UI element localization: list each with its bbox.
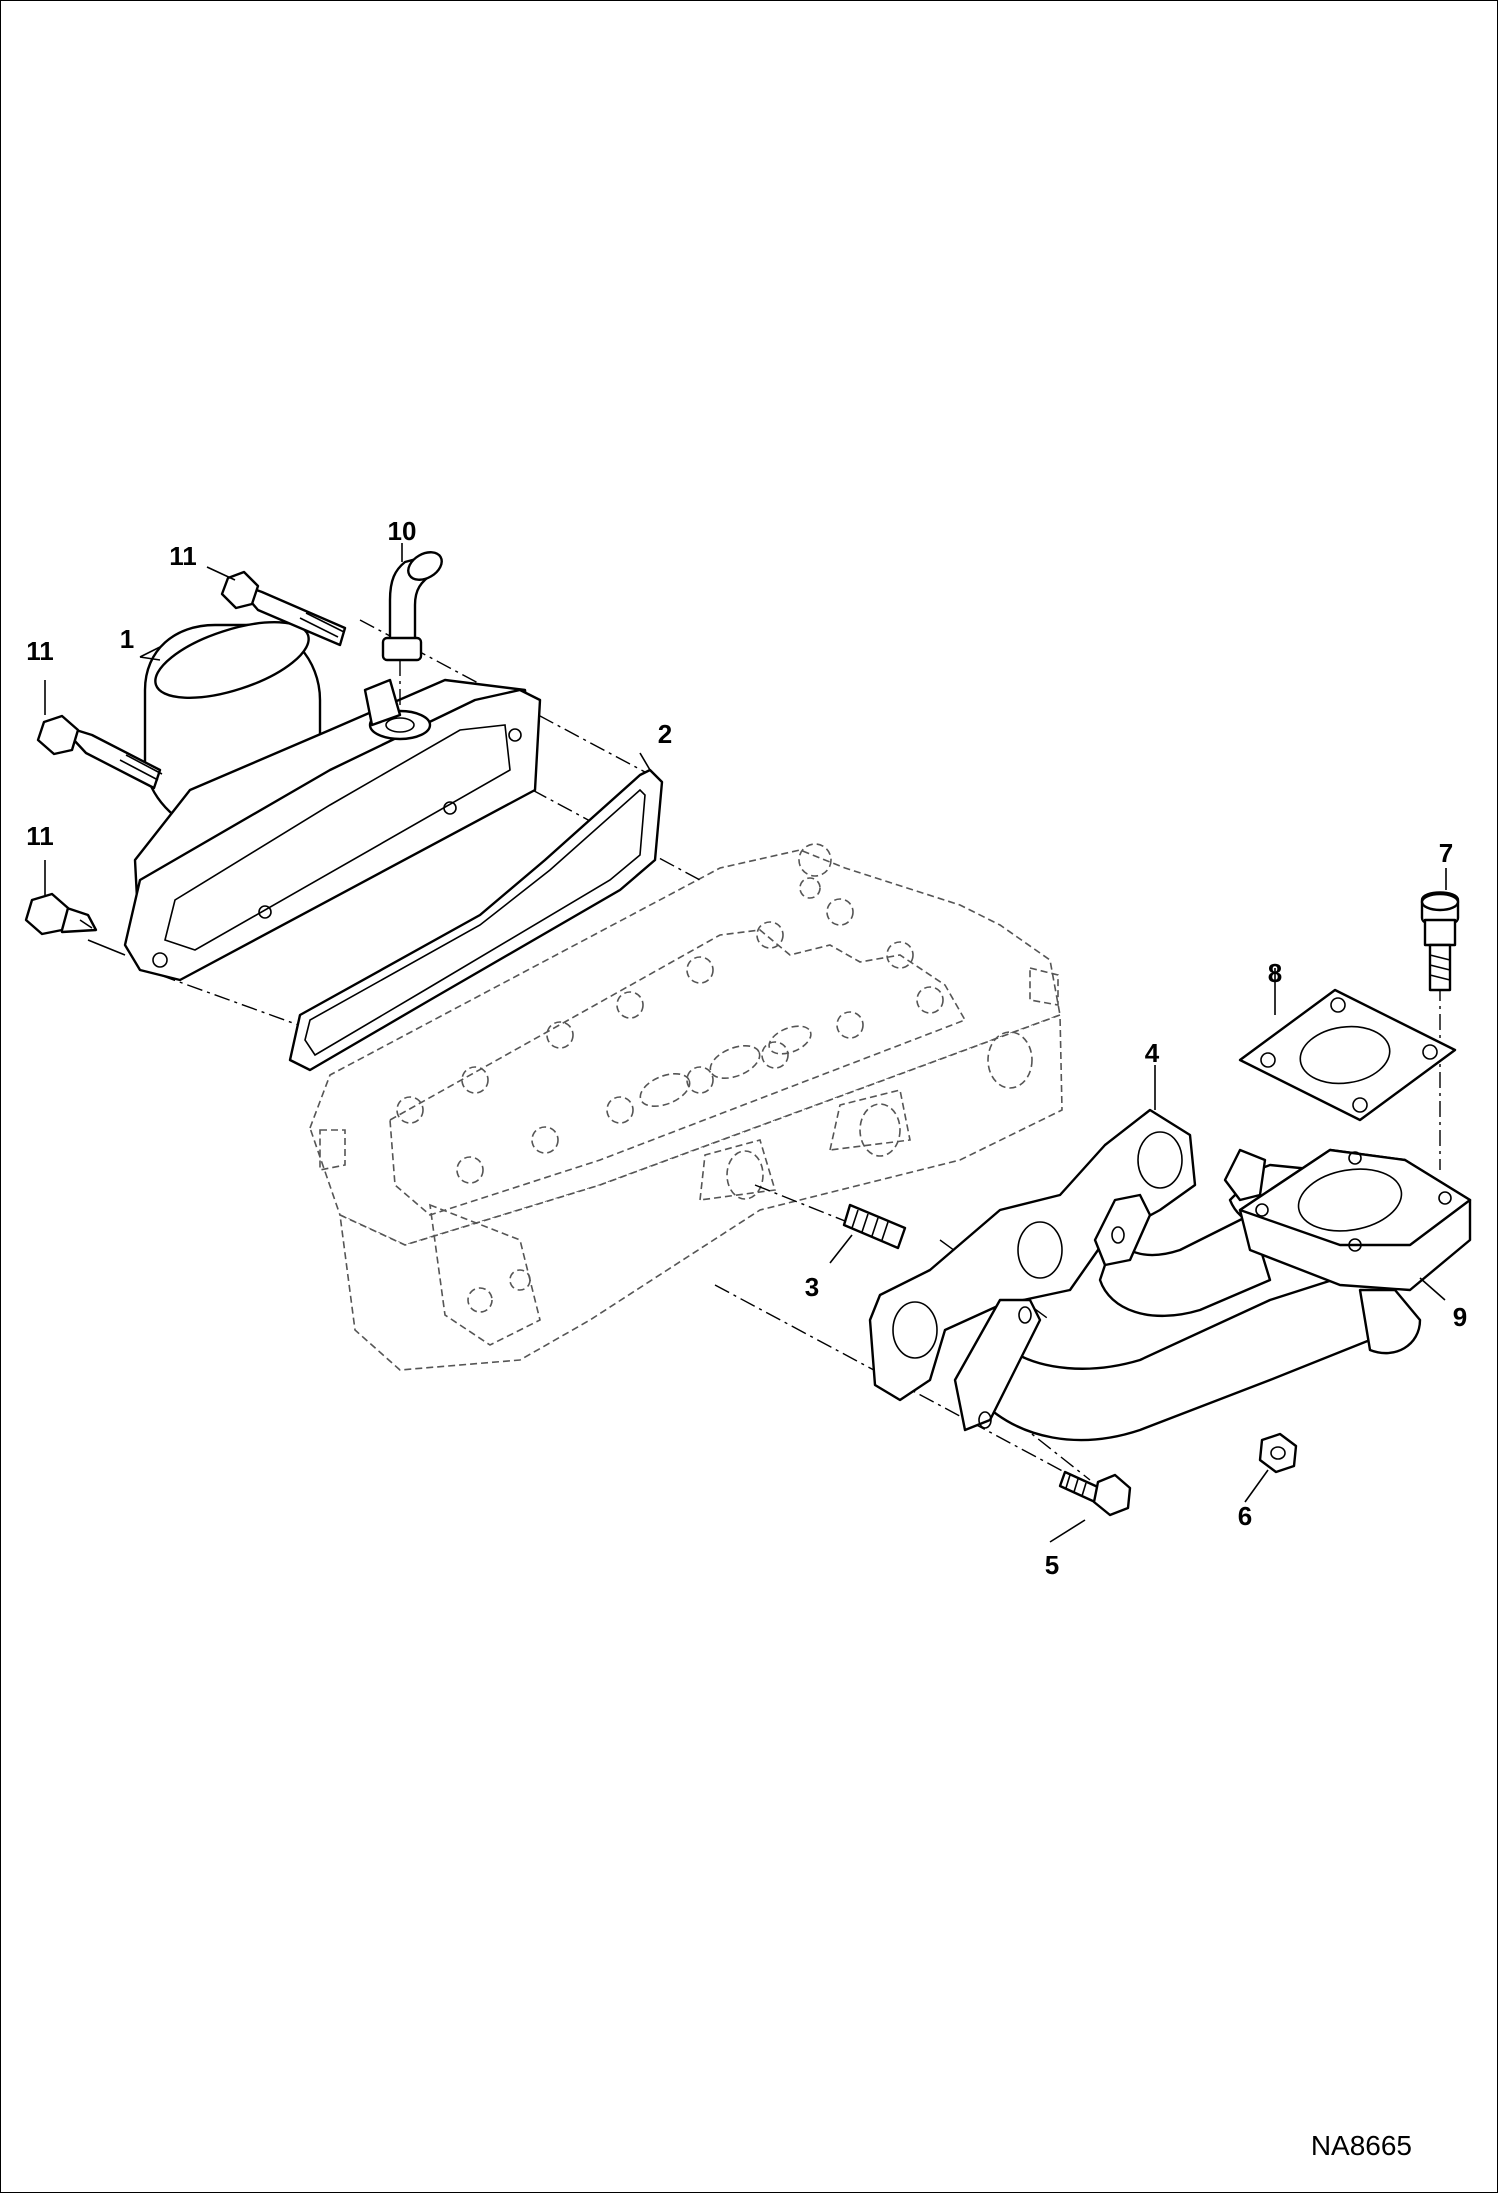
callout-3: 3 [805, 1272, 819, 1302]
exhaust-manifold [953, 1148, 1472, 1442]
callout-5: 5 [1045, 1550, 1059, 1580]
stud [842, 1203, 907, 1250]
callout-11-top: 11 [169, 541, 197, 571]
bolt-short [24, 892, 98, 936]
callout-11-middle: 11 [26, 636, 54, 666]
callout-6: 6 [1238, 1501, 1252, 1531]
callout-1: 1 [120, 624, 134, 654]
flange-gasket [1238, 988, 1457, 1122]
cylinder-head [309, 843, 1063, 1371]
breather-elbow [381, 551, 443, 712]
flange-nut [1258, 1432, 1298, 1474]
callout-10: 10 [388, 516, 417, 546]
flange-bolt [1420, 891, 1460, 992]
callout-4: 4 [1145, 1038, 1160, 1068]
exhaust-gasket [868, 1108, 1197, 1402]
manifold-bolt [1058, 1470, 1132, 1517]
callout-11-bottom: 11 [26, 821, 54, 851]
bolt-long-middle [36, 714, 163, 790]
callout-8: 8 [1268, 958, 1282, 988]
callout-7: 7 [1439, 838, 1453, 868]
callouts: 10 11 11 11 1 2 7 8 4 9 3 5 6 [26, 516, 1467, 1580]
callout-2: 2 [658, 719, 672, 749]
intake-manifold [123, 621, 542, 982]
callout-9: 9 [1453, 1302, 1467, 1332]
manifold-gasket [288, 768, 664, 1072]
drawing-code: NA8665 [1311, 2130, 1412, 2161]
bolt-long-top [220, 570, 347, 647]
leader-lines [44, 543, 1447, 1543]
